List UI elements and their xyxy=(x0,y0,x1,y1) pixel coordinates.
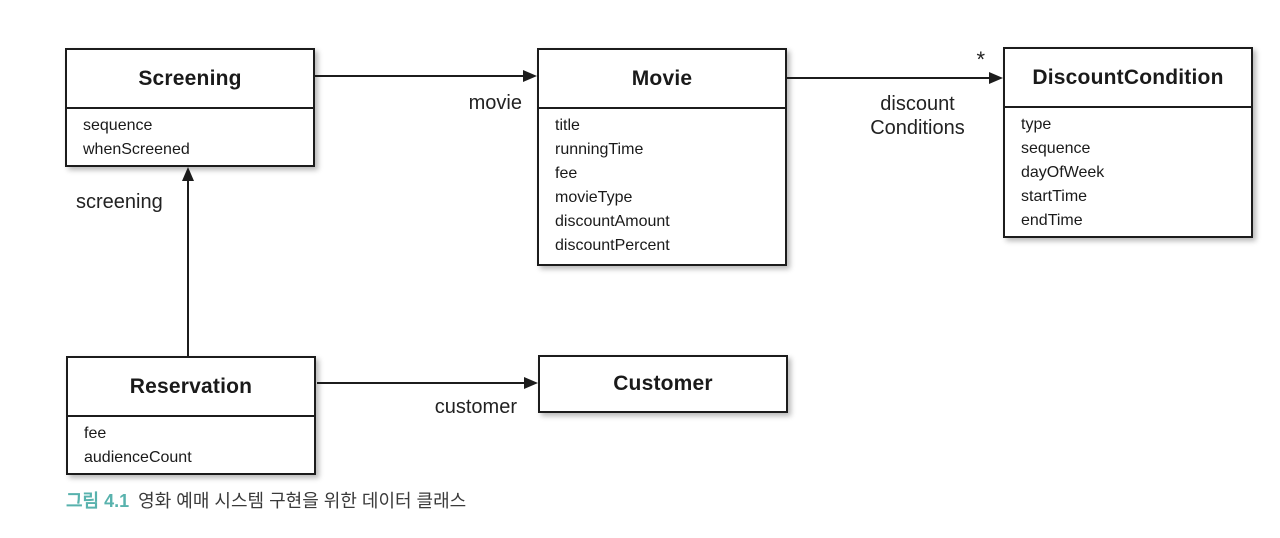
association-label-screening: screening xyxy=(76,191,163,213)
attribute: dayOfWeek xyxy=(1021,164,1105,181)
class-box-reservation: Reservation fee audienceCount xyxy=(66,356,316,475)
attribute: sequence xyxy=(1021,140,1091,157)
association-line-movie-discountcondition xyxy=(787,77,991,79)
association-label-discountconditions: discount Conditions xyxy=(870,93,965,139)
association-label-movie: movie xyxy=(468,92,522,114)
figure-caption: 그림 4.1 영화 예매 시스템 구현을 위한 데이터 클래스 xyxy=(66,487,466,513)
attribute: startTime xyxy=(1021,188,1088,205)
class-title-movie: Movie xyxy=(539,50,785,109)
attribute: movieType xyxy=(555,189,633,206)
figure-number: 그림 4.1 xyxy=(66,491,130,511)
attribute: discountPercent xyxy=(555,237,670,254)
class-attributes-movie: title runningTime fee movieType discount… xyxy=(539,109,785,258)
attribute: endTime xyxy=(1021,212,1083,229)
association-line-screening-movie xyxy=(315,75,525,77)
attribute: audienceCount xyxy=(84,449,192,466)
class-title-customer: Customer xyxy=(613,372,713,395)
attribute: sequence xyxy=(83,117,153,134)
association-line-reservation-screening xyxy=(187,181,189,356)
attribute: type xyxy=(1021,116,1052,133)
multiplicity-star: * xyxy=(976,47,985,72)
class-box-discountcondition: DiscountCondition type sequence dayOfWee… xyxy=(1003,47,1253,238)
arrowhead-right-icon xyxy=(523,70,537,82)
class-attributes-screening: sequence whenScreened xyxy=(67,109,313,162)
arrowhead-up-icon xyxy=(182,167,194,181)
class-box-screening: Screening sequence whenScreened xyxy=(65,48,315,167)
arrowhead-right-icon xyxy=(989,72,1003,84)
attribute: title xyxy=(555,117,580,134)
class-title-discountcondition: DiscountCondition xyxy=(1005,49,1251,108)
class-attributes-reservation: fee audienceCount xyxy=(68,417,314,470)
attribute: fee xyxy=(555,165,578,182)
attribute: discountAmount xyxy=(555,213,670,230)
class-title-screening: Screening xyxy=(67,50,313,109)
association-label-customer: customer xyxy=(434,396,517,418)
attribute: fee xyxy=(84,425,107,442)
class-attributes-discountcondition: type sequence dayOfWeek startTime endTim… xyxy=(1005,108,1251,233)
attribute: whenScreened xyxy=(83,141,190,158)
class-box-movie: Movie title runningTime fee movieType di… xyxy=(537,48,787,266)
figure-caption-text: 영화 예매 시스템 구현을 위한 데이터 클래스 xyxy=(138,491,467,511)
class-box-customer: Customer xyxy=(538,355,788,413)
association-line-reservation-customer xyxy=(317,382,524,384)
arrowhead-right-icon xyxy=(524,377,538,389)
attribute: runningTime xyxy=(555,141,644,158)
class-title-reservation: Reservation xyxy=(68,358,314,417)
